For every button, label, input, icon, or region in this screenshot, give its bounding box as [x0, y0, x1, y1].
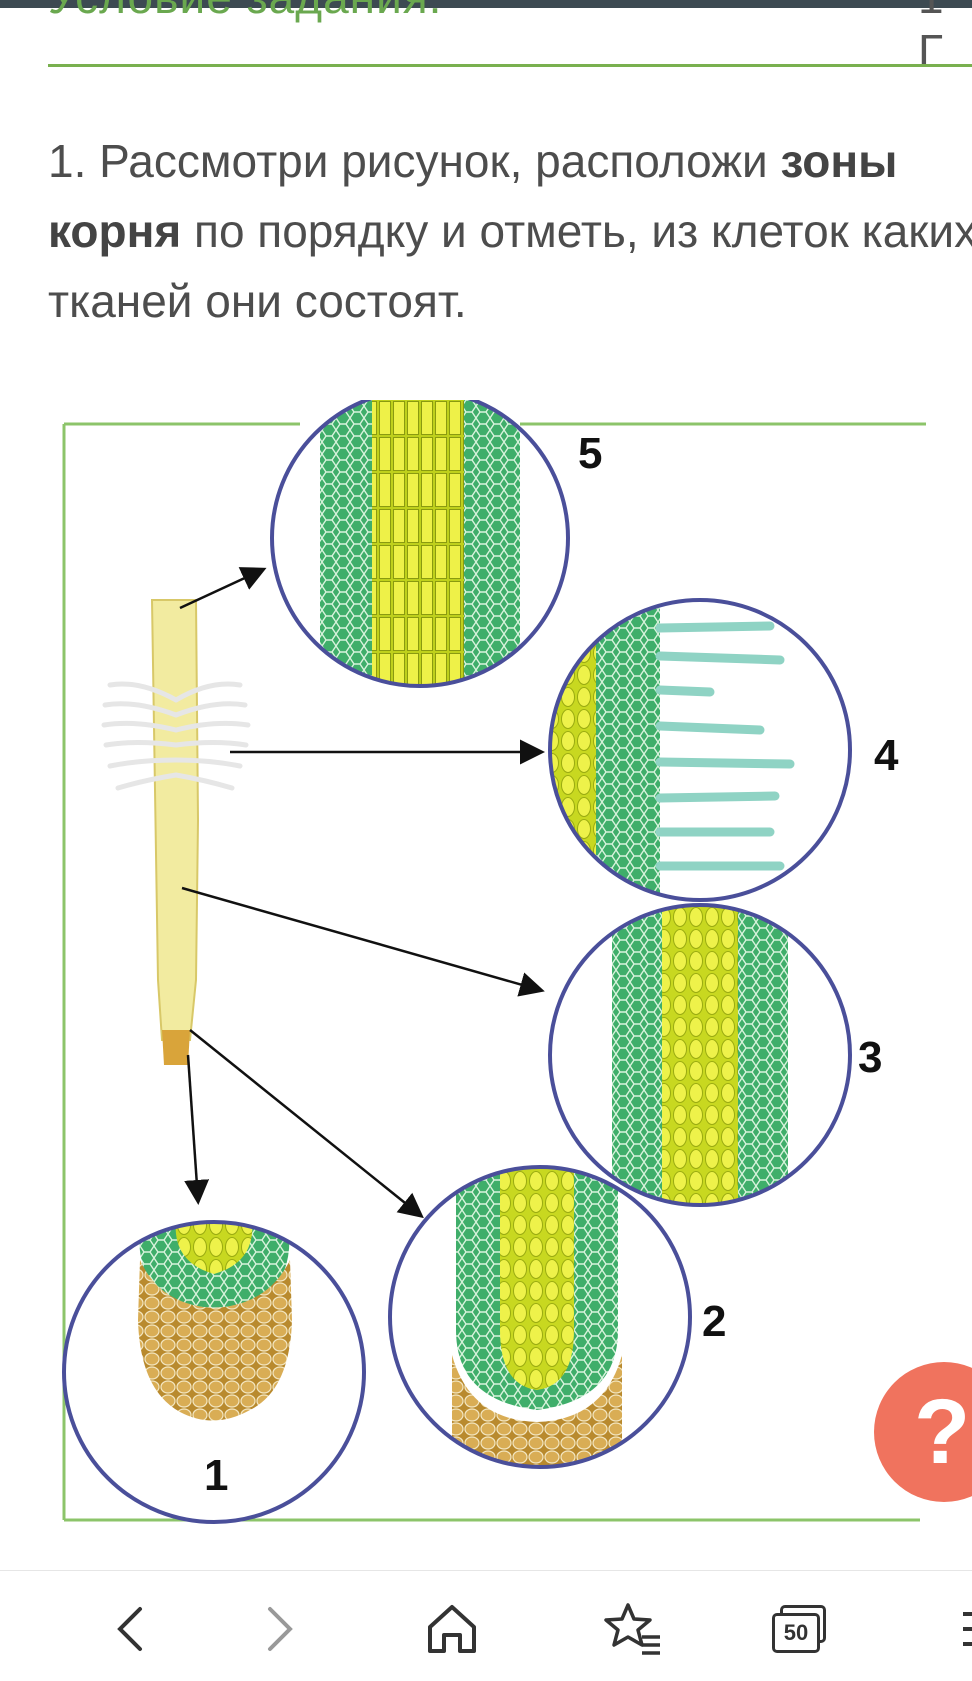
- zone-circle-1: [62, 1220, 366, 1524]
- status-strip: [0, 0, 972, 8]
- home-icon: [428, 1605, 476, 1653]
- zone-label-2: 2: [702, 1297, 726, 1346]
- zone-label-3: 3: [858, 1033, 882, 1082]
- chevron-right-icon: [268, 1607, 293, 1651]
- root-zones-figure: 5 4 3 2 1: [62, 400, 926, 1524]
- menu-icon: [963, 1612, 972, 1646]
- help-label: ?: [914, 1380, 971, 1483]
- zone-circle-4: [548, 598, 852, 902]
- star-list-icon: [604, 1603, 660, 1655]
- zone-label-1: 1: [204, 1451, 228, 1500]
- tabs-icon: 50: [772, 1605, 828, 1653]
- task-line1: Рассмотри рисунок, расположи: [99, 135, 781, 187]
- zone-circle-2: [388, 1165, 692, 1469]
- root-drawing: [101, 599, 251, 1065]
- section-title-right: 1 Г: [918, 0, 944, 77]
- zone-circle-3: [548, 903, 852, 1207]
- task-bold-root: корня: [48, 205, 182, 257]
- home-button[interactable]: [412, 1589, 492, 1669]
- divider: [48, 64, 972, 67]
- browser-bottom-nav: 50: [0, 1570, 972, 1681]
- pointer-arrows: [179, 567, 545, 1219]
- menu-button[interactable]: [930, 1589, 972, 1669]
- zone-label-4: 4: [874, 731, 899, 780]
- forward-button[interactable]: [240, 1589, 320, 1669]
- favorites-button[interactable]: [592, 1589, 672, 1669]
- task-text: 1. Рассмотри рисунок, расположи зоны кор…: [48, 126, 972, 336]
- section-title: Условие задания:: [48, 0, 442, 24]
- task-number: 1.: [48, 135, 87, 187]
- tabs-button[interactable]: 50: [760, 1589, 840, 1669]
- task-bold-zones: зоны: [780, 135, 898, 187]
- zone-label-5: 5: [578, 429, 602, 478]
- root-hairs: [101, 681, 251, 791]
- chevron-left-icon: [117, 1607, 142, 1651]
- tabs-count: 50: [783, 1620, 809, 1645]
- back-button[interactable]: [90, 1589, 170, 1669]
- zone-circle-5: [270, 400, 570, 688]
- task-line2: по порядку и отметь, из клеток каких: [181, 205, 972, 257]
- task-line3: тканей они состоят.: [48, 275, 467, 327]
